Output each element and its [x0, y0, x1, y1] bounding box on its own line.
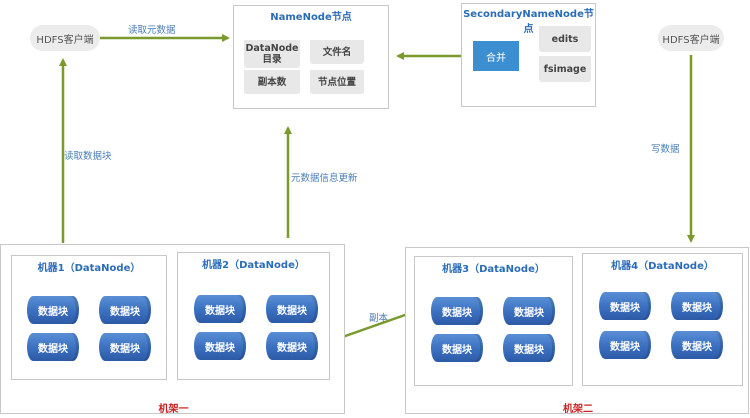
data-block: 数据块 — [599, 331, 651, 359]
machine-1-title: 机器1（DataNode） — [37, 263, 141, 274]
replica-label: 副本 — [369, 313, 389, 324]
machine-3: 机器3（DataNode） 数据块 数据块 数据块 数据块 — [414, 256, 573, 386]
data-block: 数据块 — [431, 297, 483, 325]
namenode-item-datanode-dir: DataNode 目录 — [244, 40, 300, 68]
hdfs-client-left: HDFS客户端 — [30, 25, 100, 51]
secondary-namenode-panel: SecondaryNameNode节点 合并 edits fsimage — [461, 3, 596, 107]
merge-box: 合并 — [473, 41, 519, 71]
data-block: 数据块 — [99, 296, 151, 324]
machine-2: 机器2（DataNode） 数据块 数据块 数据块 数据块 — [177, 252, 330, 380]
rack-two: 机器3（DataNode） 数据块 数据块 数据块 数据块 机器4（DataNo… — [405, 247, 749, 415]
machine-4: 机器4（DataNode） 数据块 数据块 数据块 数据块 — [582, 253, 743, 386]
read-block-label: 读取数据块 — [64, 151, 112, 162]
data-block: 数据块 — [503, 297, 555, 325]
secondary-title: SecondaryNameNode节点 — [463, 9, 594, 35]
data-block: 数据块 — [266, 332, 318, 360]
namenode-item-replicas: 副本数 — [244, 70, 300, 94]
namenode-title: NameNode节点 — [270, 12, 352, 23]
rack-two-label: 机架二 — [563, 404, 593, 415]
rack-one: 机器1（DataNode） 数据块 数据块 数据块 数据块 机器2（DataNo… — [0, 244, 345, 415]
data-block: 数据块 — [27, 333, 79, 361]
data-block: 数据块 — [266, 295, 318, 323]
machine-3-title: 机器3（DataNode） — [442, 264, 545, 275]
rack-one-label: 机架一 — [158, 404, 189, 415]
namenode-panel: NameNode节点 DataNode 目录 文件名 副本数 节点位置 — [233, 5, 389, 109]
namenode-item-filename: 文件名 — [310, 40, 364, 64]
data-block: 数据块 — [194, 332, 246, 360]
data-block: 数据块 — [194, 295, 246, 323]
data-block: 数据块 — [671, 292, 723, 320]
data-block: 数据块 — [99, 333, 151, 361]
machine-2-title: 机器2（DataNode） — [202, 260, 305, 271]
metadata-update-label: 元数据信息更新 — [291, 173, 358, 184]
hdfs-client-right: HDFS客户端 — [658, 25, 724, 51]
data-block: 数据块 — [27, 296, 79, 324]
namenode-item-location: 节点位置 — [310, 70, 364, 94]
data-block: 数据块 — [671, 331, 723, 359]
edits-file: edits — [539, 26, 591, 52]
data-block: 数据块 — [503, 334, 555, 362]
data-block: 数据块 — [431, 334, 483, 362]
data-block: 数据块 — [599, 292, 651, 320]
machine-1: 机器1（DataNode） 数据块 数据块 数据块 数据块 — [11, 255, 167, 380]
read-metadata-label: 读取元数据 — [128, 25, 176, 36]
machine-4-title: 机器4（DataNode） — [611, 261, 714, 272]
fsimage-file: fsimage — [539, 56, 591, 82]
write-data-label: 写数据 — [651, 144, 680, 155]
